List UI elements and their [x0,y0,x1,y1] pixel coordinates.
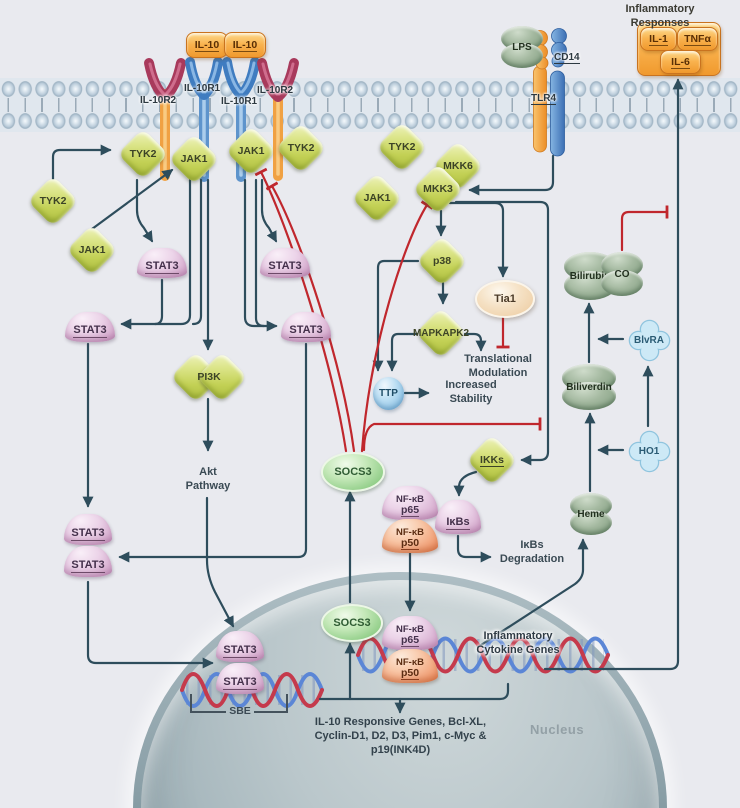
blvra-node: BlvRA [626,317,672,363]
il10r2-left-label: IL-10R2 [140,95,177,106]
tia1-node: Tia1 [475,280,535,318]
cd14-label: CD14 [554,52,580,64]
il6-label: IL-6 [671,55,690,69]
il1-label: IL-1 [649,32,668,46]
il10-label: IL-10 [232,38,258,52]
ikks-node: IKKs [466,434,518,486]
tyk2-free-left-node: TYK2 [27,175,79,227]
membrane-lipid-row-top [0,78,740,100]
stat3-dimer-top-node: STAT3 [64,514,112,545]
lps-label: LPS [512,41,532,53]
il10r2-right-label: IL-10R2 [257,85,294,96]
ho1-node: HO1 [626,428,672,474]
heme-node: Heme [570,493,612,535]
translational-modulation-label: Translational Modulation [464,353,532,379]
nucleus [141,580,659,808]
il10-responsive-genes-label: IL-10 Responsive Genes, Bcl-XL, Cyclin-D… [314,716,487,756]
jak1-receptor-right-node: JAK1 [225,125,277,177]
il10-ligand-right: IL-10 [224,32,266,58]
il10-label: IL-10 [194,38,220,52]
stat3-free-right-node: STAT3 [281,312,331,342]
increased-stability-label: Increased Stability [445,379,497,405]
mkk3-node: MKK3 [412,163,464,215]
tyk2-free-mid-node: TYK2 [376,121,428,173]
tnfa-label: TNFα [684,32,711,46]
stat3-receptor-right-node: STAT3 [260,248,310,278]
socs3-nuclear-node: SOCS3 [321,604,383,642]
ikbs-degradation-label: IκBs Degradation [499,539,565,565]
ikbs-node: IκBs [435,500,481,534]
il6-node: IL-6 [660,50,701,74]
stat3-nuclear-top-node: STAT3 [216,631,264,662]
co-node: CO [601,252,643,296]
il10-ligand-left: IL-10 [186,32,228,58]
biliverdin-node: Biliverdin [562,364,616,410]
akt-pathway-label: Akt Pathway [185,466,231,492]
pi3k-label: PI3K [197,371,221,383]
pi3k-node: PI3K [170,351,248,403]
ttp-node: TTP [373,377,404,410]
membrane-lipid-row-bottom [0,110,740,132]
tyk2-receptor-left-node: TYK2 [117,128,169,180]
sbe-label: SBE [229,705,251,717]
mapkapk2-node: MAPKAPK2 [413,307,469,359]
il1-node: IL-1 [640,27,677,51]
socs3-cytoplasmic-node: SOCS3 [321,452,385,492]
stat3-dimer-bottom-node: STAT3 [64,546,112,577]
jak1-receptor-left-node: JAK1 [168,133,220,185]
lps-node: LPS [501,26,543,68]
il10r1-right-label: IL-10R1 [221,96,258,107]
tyk2-receptor-right-node: TYK2 [275,122,327,174]
jak1-free-mid-node: JAK1 [351,172,403,224]
p38-node: p38 [416,235,468,287]
stat3-free-left-node: STAT3 [65,312,115,342]
inflammatory-responses-label: Inflammatory Responses [625,3,695,29]
stat3-receptor-left-node: STAT3 [137,248,187,278]
il10r1-left-label: IL-10R1 [184,83,221,94]
tlr4-label: TLR4 [531,93,556,105]
jak1-free-left-node: JAK1 [66,224,118,276]
tnfa-node: TNFα [677,27,718,51]
inflammatory-cytokine-genes-label: Inflammatory Cytokine Genes [476,630,560,656]
nucleus-label: Nucleus [530,722,585,737]
plasma-membrane [0,78,740,132]
mkk6-node: MKK6 [432,140,484,192]
